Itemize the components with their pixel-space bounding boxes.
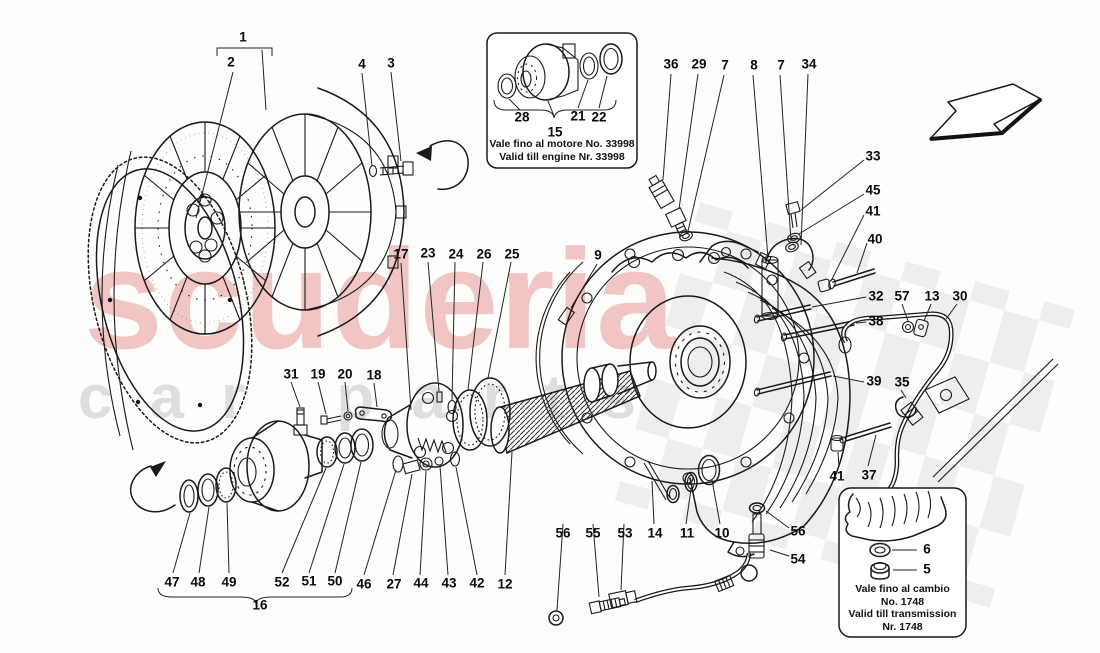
callout-46: 46 [356,576,372,592]
output-rings-parts [643,454,721,504]
transmission-note-line4: Nr. 1748 [882,620,923,633]
callout-15: 15 [547,124,563,140]
engine-validity-note: Vale fino al motore No. 33998 Valid till… [487,138,637,163]
callout-28: 28 [514,109,530,125]
callout-44: 44 [413,575,429,591]
callout-52: 52 [274,574,290,590]
callout-7: 7 [721,57,729,73]
callout-33: 33 [865,148,881,164]
transmission-note-line1: Vale fino al cambio [855,583,950,595]
rotation-arrow-top [416,140,469,191]
callout-5: 5 [923,561,931,577]
callout-22: 22 [591,109,607,125]
callout-16: 16 [252,597,268,613]
callout-54: 54 [790,551,806,567]
callout-18: 18 [366,367,382,383]
small-parts-row [296,406,393,425]
callout-26: 26 [476,246,492,262]
callout-11: 11 [679,525,695,541]
callout-14: 14 [647,525,663,541]
flywheel-drawing [87,150,253,451]
callout-45: 45 [865,182,881,198]
callout-36: 36 [663,56,679,72]
callout-8: 8 [750,57,758,73]
callout-3: 3 [387,55,395,71]
transmission-note-line3: Valid till transmission [848,608,957,620]
ribbed-cover-drawing [689,240,851,558]
callout-13: 13 [924,288,940,304]
inset-transmission-box [838,487,967,638]
callout-9: 9 [594,247,602,263]
callout-1: 1 [239,29,247,45]
callout-25: 25 [504,246,520,262]
alignment-dowel-part [557,306,576,326]
callout-7: 7 [777,57,785,73]
leader-lines [157,47,958,611]
callout-17: 17 [393,246,409,262]
callout-38: 38 [868,313,884,329]
bottom-hose-drawing [548,502,766,626]
callout-32: 32 [868,288,884,304]
callout-34: 34 [801,56,817,72]
callout-42: 42 [469,575,485,591]
inset-engine-box [486,32,638,169]
callout-56: 56 [790,523,806,539]
callout-27: 27 [386,576,402,592]
callout-41: 41 [865,203,881,219]
callout-43: 43 [441,575,457,591]
callout-55: 55 [585,525,601,541]
pressure-plate-drawing [238,87,407,337]
callout-40: 40 [867,231,883,247]
callout-23: 23 [420,245,436,261]
direction-arrow-top-right [929,83,1043,141]
callout-57: 57 [894,288,910,304]
callout-24: 24 [448,246,464,262]
clutch-disc-drawing [134,121,276,335]
callout-47: 47 [164,574,180,590]
callout-10: 10 [714,525,730,541]
transmission-validity-note: Vale fino al cambio No. 1748 Valid till … [839,583,966,633]
transmission-note-line2: No. 1748 [880,595,925,608]
callout-35: 35 [894,374,910,390]
callout-19: 19 [310,366,326,382]
callout-51: 51 [301,573,317,589]
engine-note-line2: Valid till engine Nr. 33998 [499,150,625,163]
bolt-and-washer-parts [368,161,414,178]
hub-carrier-drawing [381,377,511,475]
callout-2: 2 [227,54,235,70]
callout-53: 53 [617,525,633,541]
callout-49: 49 [221,574,237,590]
callout-31: 31 [283,366,299,382]
callout-41: 41 [829,468,845,484]
callout-37: 37 [861,467,877,483]
callout-30: 30 [952,288,968,304]
callout-6: 6 [923,541,931,557]
engine-note-line1: Vale fino al motore No. 33998 [489,138,635,150]
callout-20: 20 [337,366,353,382]
callout-21: 21 [570,108,586,124]
input-shaft-drawing [490,361,657,455]
callout-50: 50 [327,573,343,589]
callout-56: 56 [555,525,571,541]
callout-39: 39 [866,373,882,389]
callout-48: 48 [190,574,206,590]
release-bearing-stack [179,409,404,513]
rotation-arrow-bottom-left [130,461,176,513]
callout-4: 4 [358,56,366,72]
callout-29: 29 [691,56,707,72]
callout-12: 12 [497,576,513,592]
